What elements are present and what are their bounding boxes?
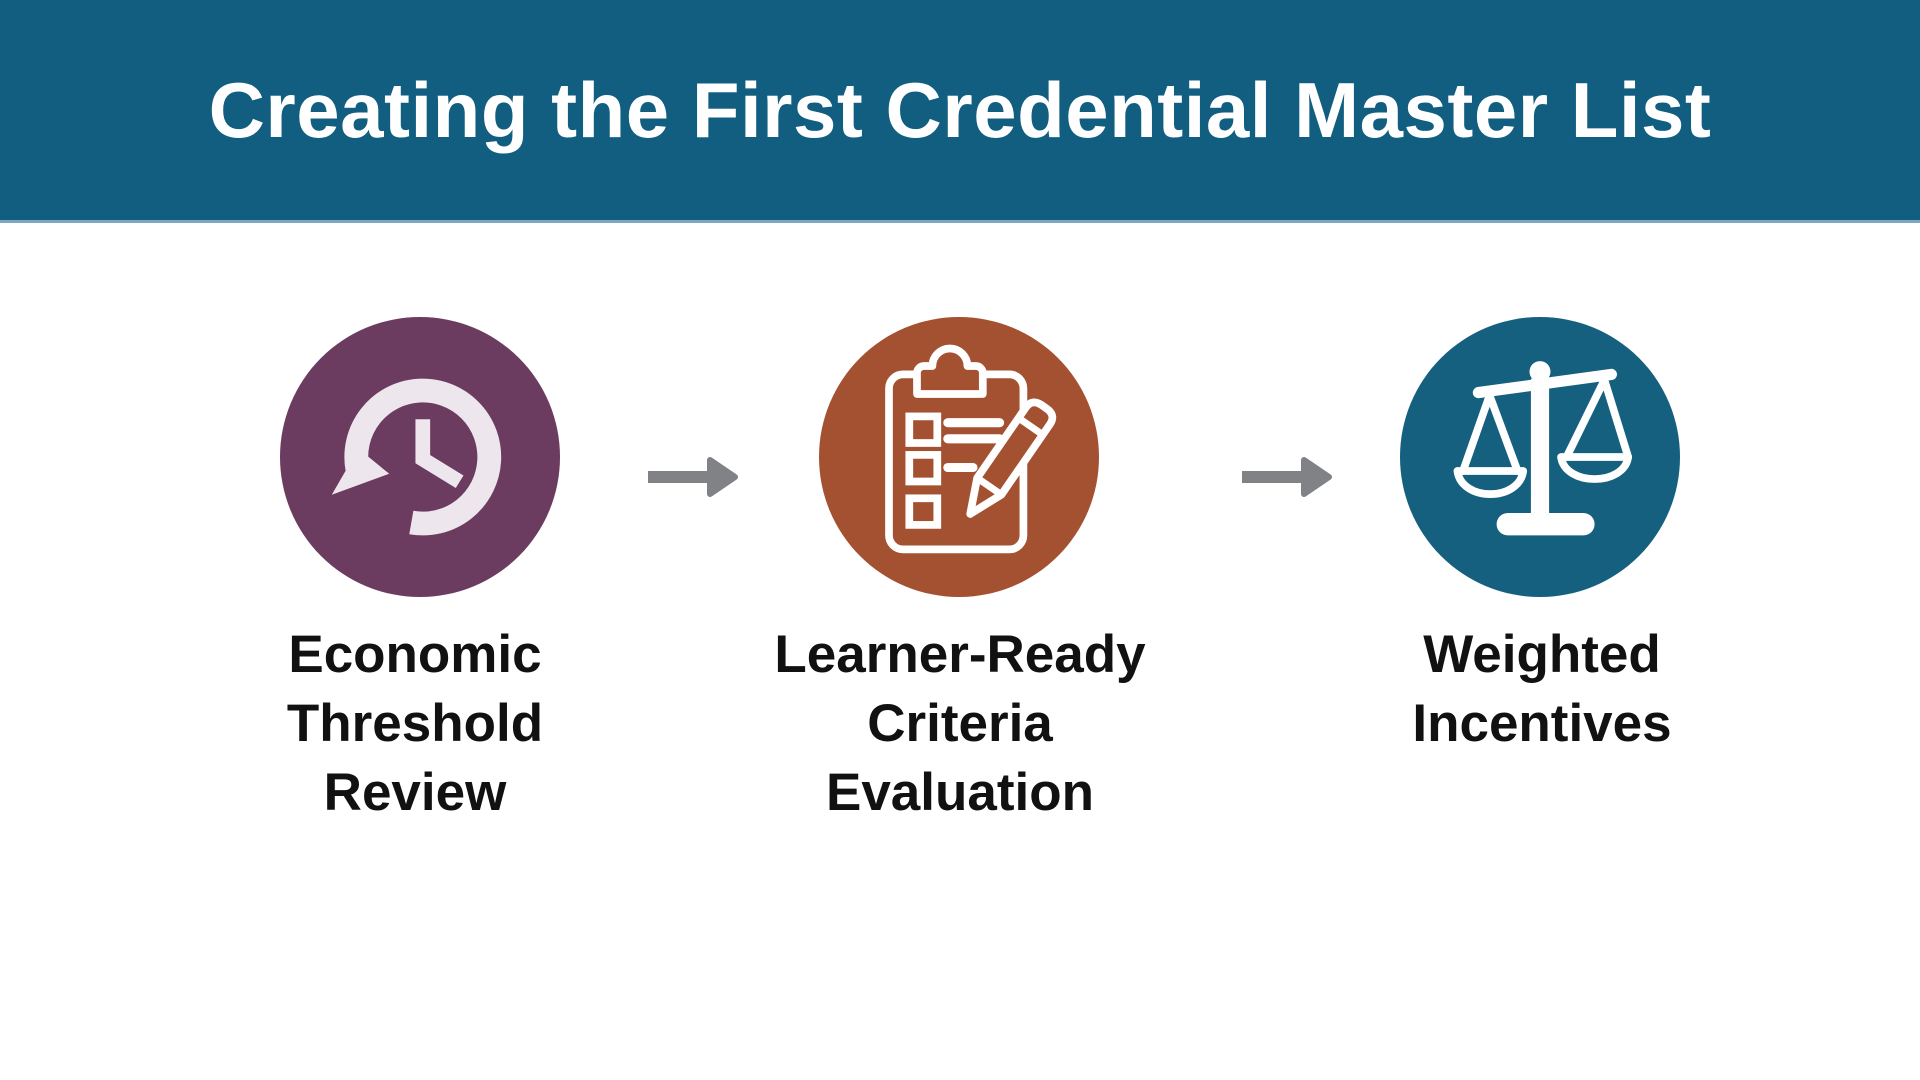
page-title: Creating the First Credential Master Lis… xyxy=(208,65,1712,154)
balance-scale-icon xyxy=(1453,361,1633,536)
flow-arrow-icon xyxy=(648,457,738,497)
clock-history-icon xyxy=(331,378,502,536)
step-label-economic-threshold-review: Economic Threshold Review xyxy=(286,625,544,822)
flow-arrow-icon xyxy=(1242,457,1332,497)
header-banner: Creating the First Credential Master Lis… xyxy=(0,0,1920,223)
step-label-weighted-incentives: Weighted Incentives xyxy=(1412,625,1672,753)
clipboard-checklist-icon xyxy=(885,344,1057,554)
step-circle-weighted-incentives xyxy=(1400,317,1680,597)
step-label-learner-ready-criteria-evaluation: Learner-Ready Criteria Evaluation xyxy=(774,625,1146,822)
step-circle-learner-ready xyxy=(819,317,1099,597)
step-circle-economic-threshold xyxy=(280,317,560,597)
